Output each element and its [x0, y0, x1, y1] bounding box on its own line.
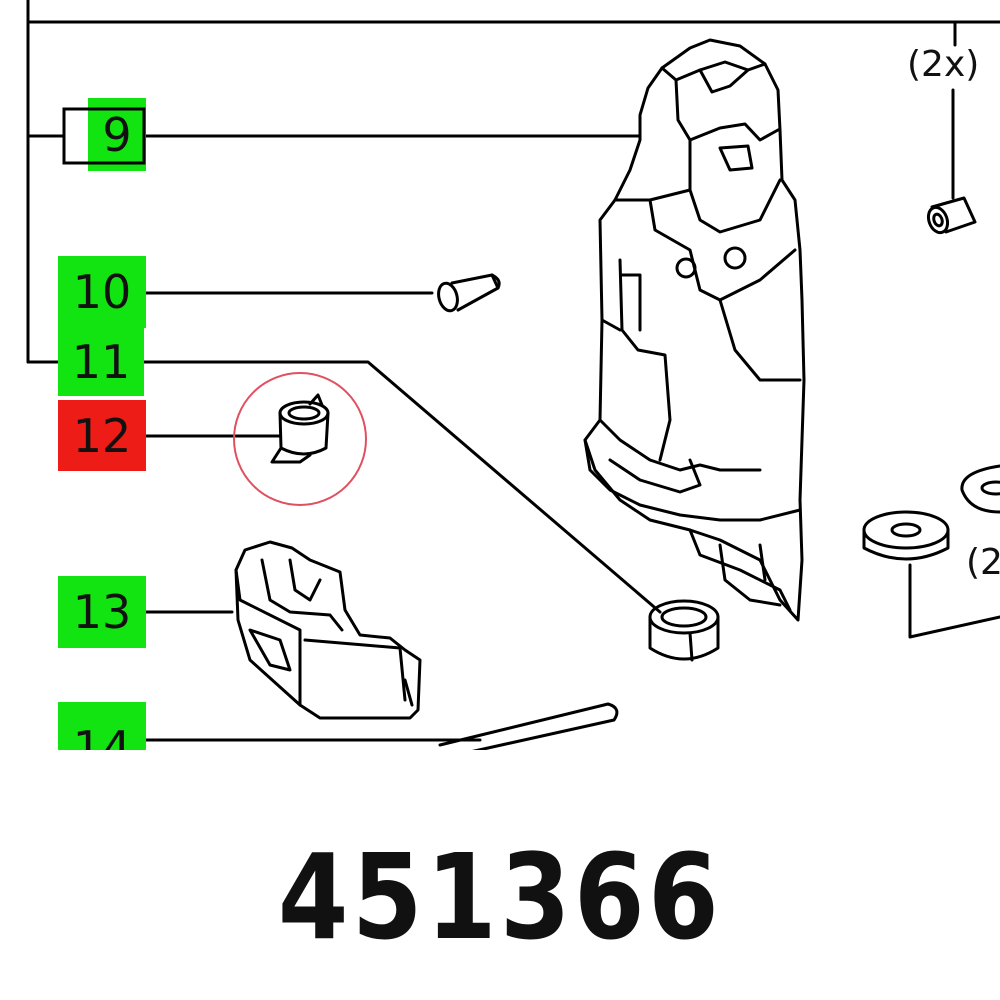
quantity-note-top: (2x)	[907, 44, 980, 85]
callout-label-10: 10	[72, 265, 132, 319]
callout-label-9: 9	[102, 107, 132, 162]
washer-parts	[862, 464, 1000, 561]
highlight-ring	[233, 372, 367, 506]
callout-label-11: 11	[71, 335, 131, 389]
cap-part-12	[270, 393, 330, 464]
screw-part-10	[437, 273, 501, 313]
quantity-note-right: (2	[966, 542, 1000, 583]
callout-label-13: 13	[72, 585, 132, 639]
callout-label-14: 14	[72, 721, 132, 750]
sleeve-part-11	[648, 599, 720, 662]
rod-part-14	[438, 702, 619, 754]
leader-lines	[141, 88, 1000, 742]
clip-part-13	[234, 540, 422, 720]
quantity-note-right-clip: (2	[966, 542, 1000, 592]
callout-label-14-clip: 14	[58, 702, 146, 750]
pin-part	[926, 196, 977, 235]
assembly-bracket	[26, 0, 1000, 364]
callout-label-12: 12	[72, 408, 132, 463]
part-number: 451366	[277, 828, 723, 966]
housing-part-9	[583, 38, 806, 622]
